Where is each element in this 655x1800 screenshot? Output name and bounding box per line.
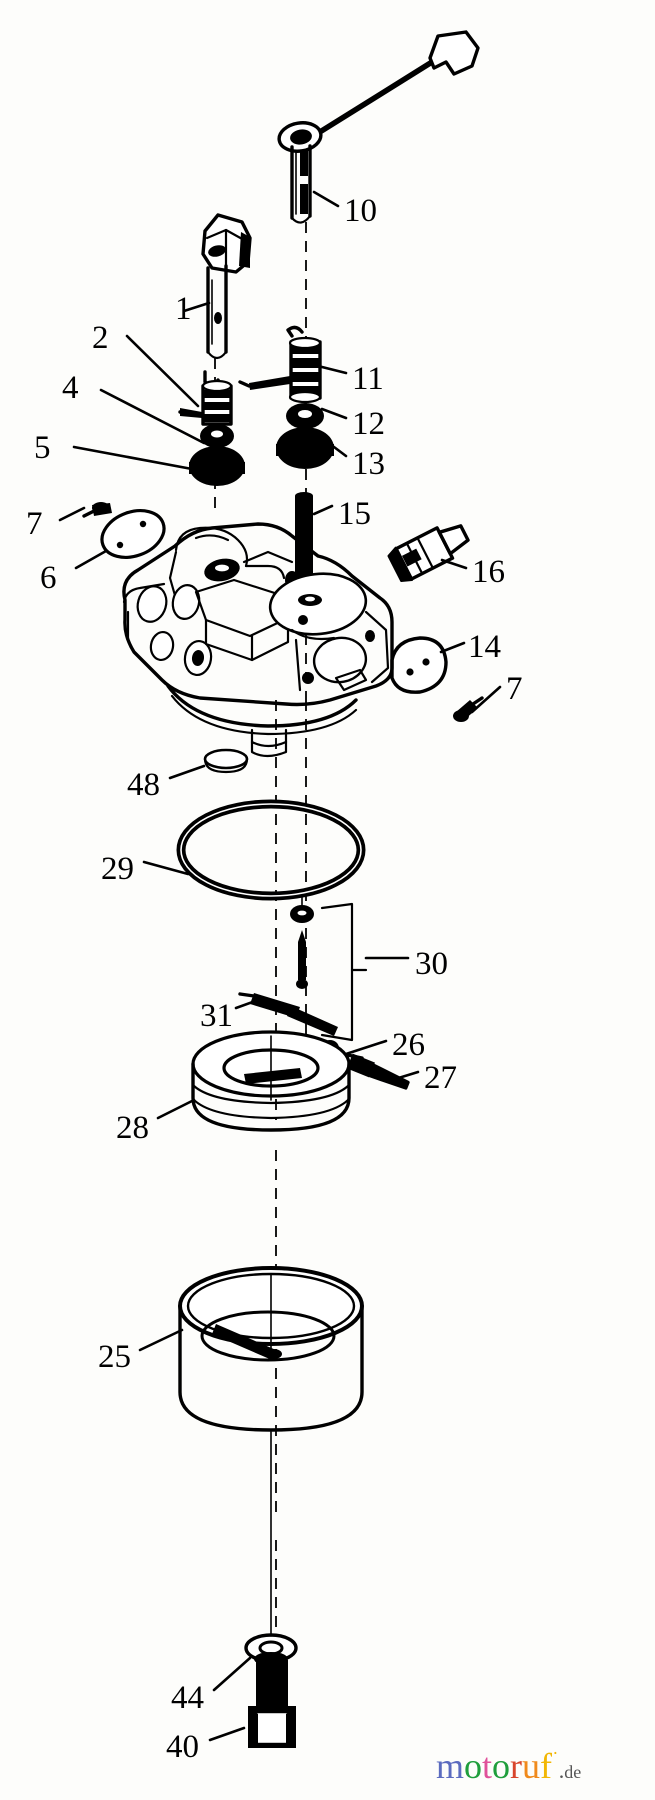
part-30-inlet-needle-and-seat [290,895,368,1042]
callout-5: 5 [34,430,51,466]
part-16-high-speed-jet [387,524,470,583]
callout-6: 6 [40,560,57,596]
part-11-12-13-choke-shaft-hardware [238,325,334,469]
brand-letter-0: m [436,1746,465,1786]
part-27-float-hinge-pin [346,1053,410,1090]
callout-27: 27 [424,1060,457,1096]
part-29-bowl-gasket-o-ring [176,799,366,901]
brand-letter-5: u [522,1746,541,1786]
brand-letter-3: o [492,1746,511,1786]
part-31-inlet-needle-clip [238,992,338,1036]
brand-separator-dot: . [558,1758,565,1783]
callout-4: 4 [62,370,79,406]
part-7-throttle-plate-screw-right [453,696,484,722]
part-2-4-5-throttle-shaft-hardware [178,370,245,486]
brand-accent-dot: ˙ [552,1748,559,1770]
callout-10: 10 [344,193,377,229]
callout-2: 2 [92,320,109,356]
callout-7-right: 7 [506,671,523,707]
callout-12: 12 [352,406,385,442]
callout-48: 48 [127,767,160,803]
brand-tld: de [564,1762,582,1782]
part-28-float [191,1030,351,1132]
callout-16: 16 [472,554,505,590]
brand-letter-1: o [464,1746,483,1786]
callout-14: 14 [468,629,501,665]
callout-28: 28 [116,1110,149,1146]
callout-31: 31 [200,998,233,1034]
callout-leader-lines [58,190,502,1742]
part-48-main-nozzle-washer [203,748,249,774]
part-44-bowl-nut-gasket [244,1431,298,1663]
callout-29: 29 [101,851,134,887]
callout-7-left: 7 [26,506,43,542]
brand-letter-4: r [510,1746,523,1786]
motoruf-watermark: motoruf˙.de [436,1748,581,1784]
part-10-choke-lever-arm [277,30,480,224]
callout-25: 25 [98,1339,131,1375]
part-25-float-bowl [178,1266,364,1432]
carburetor-body [122,522,394,758]
part-14-choke-plate [390,636,448,694]
brand-letter-6: f [540,1746,553,1786]
part-40-bowl-retainer-nut [248,1652,296,1748]
part-6-throttle-plate [100,509,166,559]
brand-letter-2: t [482,1746,493,1786]
part-15-idle-mixture-screw [293,492,315,590]
callout-13: 13 [352,446,385,482]
callout-30: 30 [415,946,448,982]
part-7-throttle-plate-screw-left [82,502,112,518]
callout-40: 40 [166,1729,199,1765]
callout-26: 26 [392,1027,425,1063]
callout-11: 11 [352,361,384,397]
callout-15: 15 [338,496,371,532]
callout-1: 1 [175,291,192,327]
callout-44: 44 [171,1680,204,1716]
part-1-throttle-shaft [201,213,252,360]
